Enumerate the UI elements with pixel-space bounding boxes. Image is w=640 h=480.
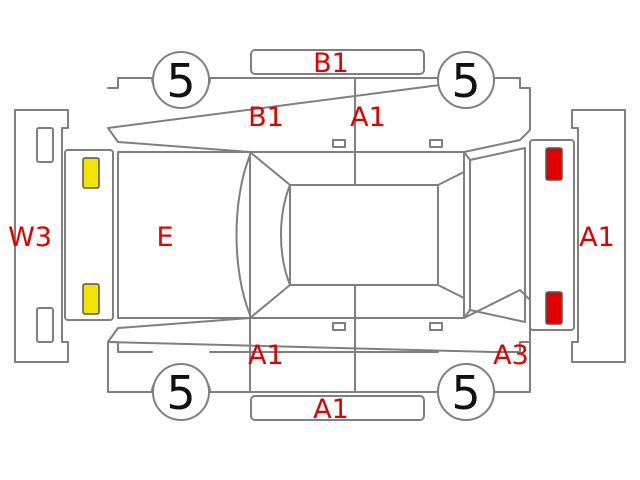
top-side-strip: [250, 49, 425, 75]
code-right-rear-quarter: A3: [493, 340, 529, 371]
tire-rear-right: 5: [437, 363, 495, 421]
front-lamp-lower: [82, 283, 100, 315]
bottom-side-strip: [250, 395, 425, 421]
rear-lamp-upper: [545, 147, 563, 181]
svg-text:5: 5: [166, 366, 195, 420]
svg-text:5: 5: [451, 366, 480, 420]
rear-lamp-lower: [545, 291, 563, 325]
svg-text:5: 5: [166, 54, 195, 108]
front-lamp-upper: [82, 157, 100, 189]
svg-text:5: 5: [451, 54, 480, 108]
tire-front-left: 5: [152, 51, 210, 109]
front-lamp-panel: [64, 149, 114, 321]
code-roof-top-strip: B1: [313, 48, 349, 79]
code-left-front-door: B1: [248, 102, 284, 133]
code-right-front-door: A1: [248, 340, 284, 371]
rear-lamp-panel: [529, 139, 575, 331]
tire-rear-left: 5: [437, 51, 495, 109]
code-left-rear-door: A1: [350, 102, 386, 133]
rear-bumper: [571, 109, 626, 363]
car-top-view: [117, 147, 526, 323]
code-rear-bumper: A1: [579, 222, 615, 253]
front-bumper: [14, 109, 69, 363]
code-bottom-strip: A1: [313, 394, 349, 425]
tire-front-right: 5: [152, 363, 210, 421]
code-front-bumper: W3: [8, 222, 52, 253]
code-hood: E: [156, 222, 173, 253]
